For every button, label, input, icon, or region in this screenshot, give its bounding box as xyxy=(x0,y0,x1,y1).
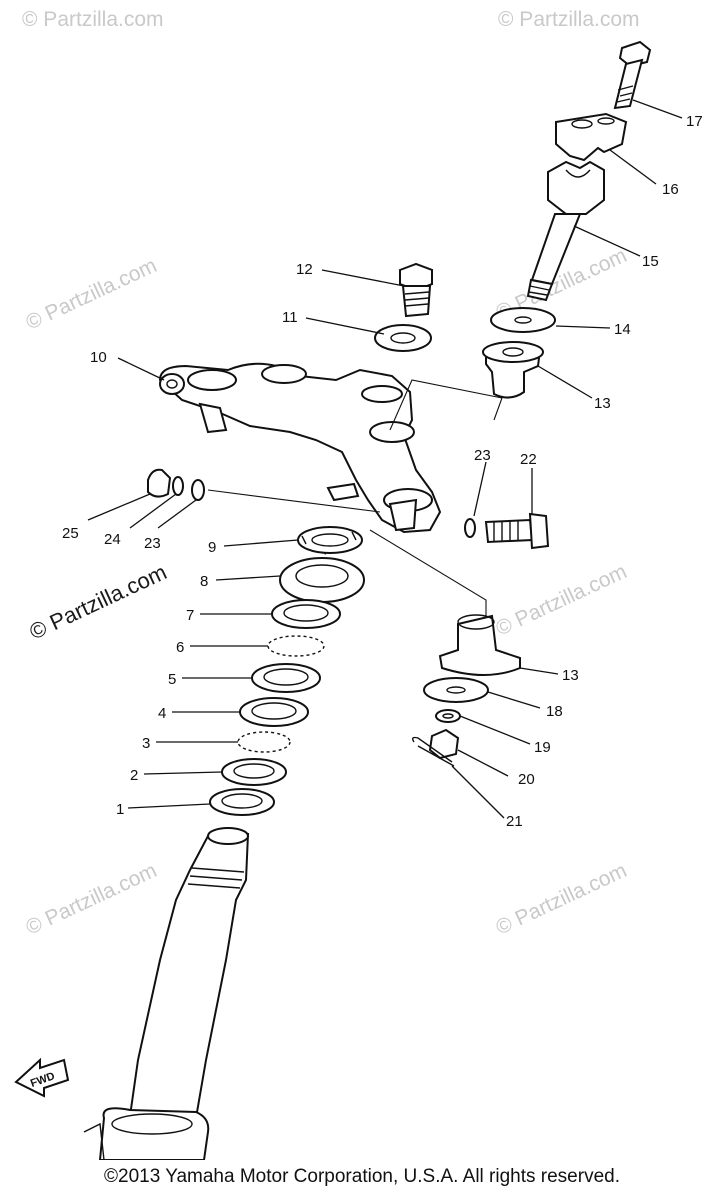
part-2-race xyxy=(221,758,287,786)
callout-9: 9 xyxy=(208,539,216,556)
part-25-cap-nut xyxy=(147,468,172,498)
copyright-notice: ©2013 Yamaha Motor Corporation, U.S.A. A… xyxy=(104,1166,620,1187)
part-10-upper-bracket xyxy=(158,362,442,534)
callout-24: 24 xyxy=(104,531,121,548)
callout-23-right: 23 xyxy=(474,447,491,464)
callout-22: 22 xyxy=(520,451,537,468)
part-16-upper-holder xyxy=(555,112,628,162)
callout-16: 16 xyxy=(662,181,679,198)
callout-21: 21 xyxy=(506,813,523,830)
part-17-bolt xyxy=(613,40,652,110)
callout-13-lower: 13 xyxy=(562,667,579,684)
steering-stem xyxy=(83,827,250,1160)
callout-4: 4 xyxy=(158,705,166,722)
callout-15: 15 xyxy=(642,253,659,270)
part-5-race xyxy=(251,663,321,693)
callout-25: 25 xyxy=(62,525,79,542)
callout-14: 14 xyxy=(614,321,631,338)
part-1-seal xyxy=(209,788,275,816)
part-13-bushing-upper xyxy=(482,341,544,399)
part-19-spring-washer xyxy=(435,709,461,723)
part-9-ring-nut xyxy=(297,526,363,555)
watermark-upper-left: © Partzilla.com xyxy=(22,254,160,335)
part-8-dust-cover xyxy=(279,557,365,603)
assembly-lines xyxy=(207,379,503,618)
watermark-middle-left: © Partzilla.com xyxy=(26,559,171,644)
part-21-cotter-pin xyxy=(411,736,455,767)
callout-8: 8 xyxy=(200,573,208,590)
part-4-race xyxy=(239,697,309,727)
part-15-lower-holder xyxy=(526,160,605,302)
watermark-lower-left: © Partzilla.com xyxy=(22,859,160,940)
callout-10: 10 xyxy=(90,349,107,366)
part-23-washer-left xyxy=(191,479,205,501)
callout-numbers: 1 2 3 4 5 6 7 8 9 10 11 12 13 13 14 15 1… xyxy=(62,113,703,830)
watermark-lower-right: © Partzilla.com xyxy=(492,859,630,940)
part-3-balls xyxy=(237,731,291,753)
part-13-bushing-lower xyxy=(438,614,521,676)
callout-19: 19 xyxy=(534,739,551,756)
callout-20: 20 xyxy=(518,771,535,788)
callout-23-left: 23 xyxy=(144,535,161,552)
callout-12: 12 xyxy=(296,261,313,278)
watermark-top-left: © Partzilla.com xyxy=(22,8,164,31)
part-14-washer xyxy=(490,307,556,333)
part-23-washer-right xyxy=(464,518,476,538)
callout-2: 2 xyxy=(130,767,138,784)
part-18-washer xyxy=(423,677,489,703)
watermark-top-right: © Partzilla.com xyxy=(498,8,640,31)
steering-parts-diagram: © Partzilla.com © Partzilla.com © Partzi… xyxy=(14,8,703,1160)
part-24-washer xyxy=(172,476,184,496)
watermarks: © Partzilla.com © Partzilla.com © Partzi… xyxy=(22,8,640,940)
part-12-bolt xyxy=(399,262,433,318)
callout-18: 18 xyxy=(546,703,563,720)
callout-1: 1 xyxy=(116,801,124,818)
leader-lines xyxy=(87,99,683,819)
callout-13-upper: 13 xyxy=(594,395,611,412)
callout-17: 17 xyxy=(686,113,703,130)
callout-7: 7 xyxy=(186,607,194,624)
part-11-washer xyxy=(374,324,432,352)
callout-3: 3 xyxy=(142,735,150,752)
watermark-middle-right: © Partzilla.com xyxy=(492,560,630,641)
fwd-arrow: FWD xyxy=(14,1057,70,1098)
part-7-race xyxy=(271,599,341,629)
callout-6: 6 xyxy=(176,639,184,656)
callout-11: 11 xyxy=(282,309,298,326)
part-20-nut xyxy=(428,728,460,760)
part-22-bolt xyxy=(484,512,550,550)
part-6-balls xyxy=(267,635,325,657)
callout-5: 5 xyxy=(168,671,176,688)
